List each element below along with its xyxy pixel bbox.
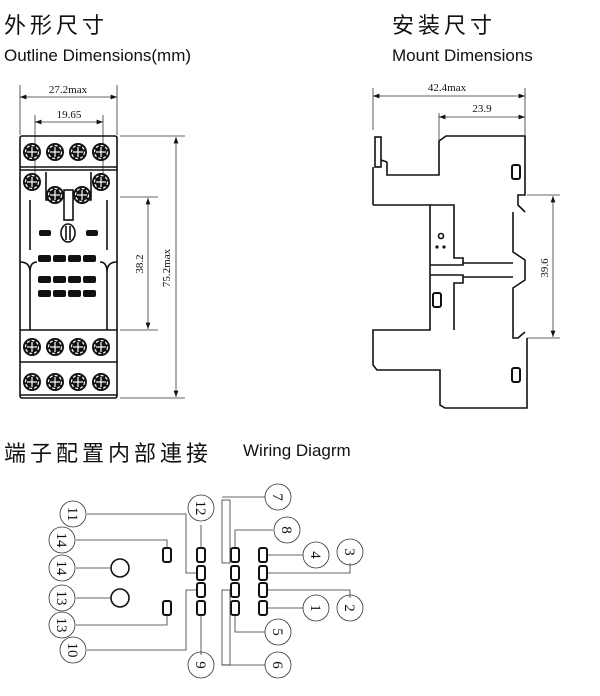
terminal-11: 11 [59,500,87,528]
svg-text:13: 13 [53,591,69,606]
svg-text:14: 14 [53,561,69,577]
mount-title-cn: 安装尺寸 [392,14,497,39]
svg-text:13: 13 [53,618,69,633]
outline-title-en: Outline Dimensions(mm) [4,46,192,65]
dim-pitch: 19.65 [57,109,82,121]
terminal-6: 6 [264,651,292,679]
wiring-title-cn: 端子配置内部連接 [4,442,213,467]
svg-text:1: 1 [307,604,323,612]
terminal-9: 9 [187,651,215,679]
mount-drawing: 42.4max 23.9 39.6 [372,82,560,409]
terminal-5: 5 [264,618,292,646]
outline-drawing: 27.2max 19.65 [19,84,185,399]
svg-text:14: 14 [53,533,69,549]
terminal-13a: 13 [48,584,76,612]
svg-text:2: 2 [341,604,357,612]
dim-partial-depth: 23.9 [472,103,492,115]
terminal-2: 2 [336,594,364,622]
svg-text:4: 4 [307,551,323,559]
terminal-13b: 13 [48,611,76,639]
terminal-8: 8 [273,516,301,544]
wiring-title-en: Wiring Diagrm [243,441,351,460]
terminal-12: 12 [187,494,215,522]
terminal-7: 7 [264,483,292,511]
mount-title-en: Mount Dimensions [392,46,533,65]
svg-text:11: 11 [64,507,80,521]
outline-title-cn: 外形尺寸 [4,14,109,39]
terminal-14a: 14 [48,526,76,554]
dim-inner-height: 38.2 [134,254,146,273]
svg-text:5: 5 [269,628,285,636]
dim-height-max: 75.2max [161,248,173,287]
terminal-1: 1 [302,594,330,622]
svg-text:7: 7 [269,493,285,501]
svg-text:8: 8 [278,526,294,534]
dim-width-max: 27.2max [49,84,88,96]
wiring-diagram: 11 14 14 13 13 10 12 9 7 8 4 3 1 2 5 6 [48,483,364,679]
dim-depth-max: 42.4max [428,82,467,94]
terminal-10: 10 [59,636,87,664]
svg-text:6: 6 [269,661,285,669]
terminal-3: 3 [336,538,364,566]
dim-rail-height: 39.6 [539,258,551,278]
terminal-4: 4 [302,541,330,569]
svg-text:3: 3 [341,548,357,556]
terminal-14b: 14 [48,554,76,582]
svg-text:10: 10 [64,643,80,658]
svg-text:9: 9 [192,661,208,669]
svg-text:12: 12 [192,501,208,516]
